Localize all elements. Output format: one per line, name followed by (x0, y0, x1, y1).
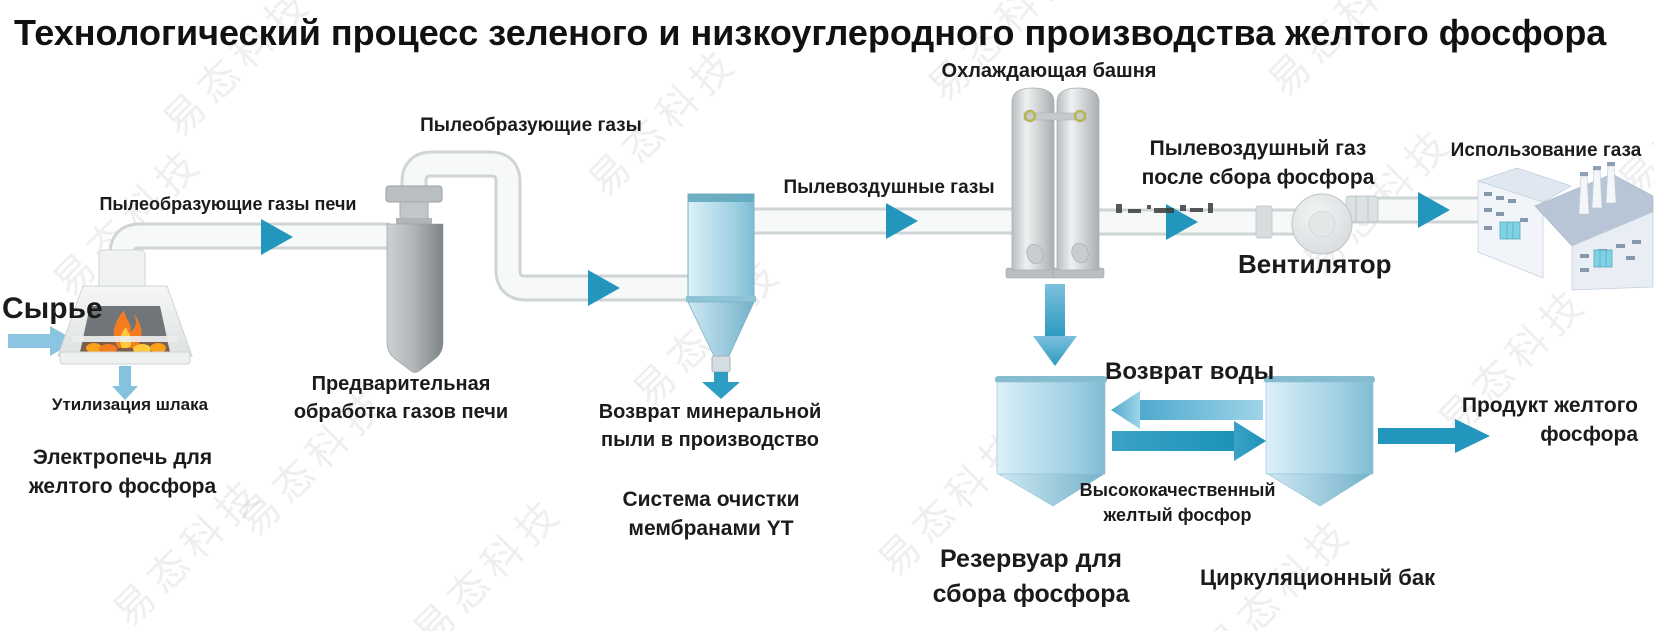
label-high-quality-phosphorus: Высококачественный желтый фосфор (1079, 480, 1276, 525)
label-yellow-phosphorus-product: Продукт желтого фосфора (1461, 394, 1638, 446)
phosphorus-collection-tank (995, 376, 1107, 507)
arrow-mineral-dust-down (702, 372, 740, 399)
arrow-product-out (1378, 419, 1490, 453)
factory-building (1477, 162, 1654, 291)
arrow-water-return (1111, 391, 1263, 429)
arrow-to-cooling-tower (886, 203, 918, 239)
tower-ring (1073, 109, 1087, 123)
arrow-fan-to-factory (1418, 192, 1450, 228)
fan (1255, 193, 1379, 255)
pretreatment-vessel (385, 185, 444, 373)
label-mineral-dust-return: Возврат минеральной пыли в производство (598, 401, 822, 451)
label-gas-after-collection: Пылевоздушный газ после сбора фосфора (1141, 137, 1375, 189)
label-phosphorus-reservoir: Резервуар для сбора фосфора (932, 545, 1130, 608)
label-cooling-tower: Охлаждающая башня (941, 60, 1157, 82)
arrow-slag-down (112, 366, 138, 400)
manhole (1071, 242, 1089, 264)
label-yt-membrane-system: Система очистки мембранами YT (622, 488, 800, 540)
tower-ring (1023, 109, 1037, 123)
label-fan: Вентилятор (1238, 249, 1392, 279)
erased-text-remnant (1116, 203, 1213, 213)
arrow-phosphorus-forward (1112, 421, 1266, 461)
label-furnace-gases: Пылеобразующие газы печи (99, 194, 357, 214)
circulation-tank (1264, 376, 1375, 507)
electric-furnace (57, 249, 193, 365)
label-dust-air-gases: Пылевоздушные газы (783, 177, 995, 198)
label-gas-usage: Использование газа (1450, 140, 1642, 161)
cooling-tower (1005, 87, 1105, 279)
manhole (1026, 243, 1044, 265)
arrow-pretreatment-to-cyclone (588, 270, 620, 306)
arrow-tower-down (1033, 284, 1077, 366)
label-circulation-tank: Циркуляционный бак (1200, 565, 1436, 590)
cyclone-separator (686, 193, 756, 373)
label-pretreatment: Предварительная обработка газов печи (293, 373, 509, 423)
label-electric-furnace: Электропечь для желтого фосфора (28, 446, 217, 498)
arrow-furnace-to-pretreatment (261, 219, 293, 255)
page-title: Технологический процесс зеленого и низко… (14, 12, 1607, 53)
label-slag-utilization: Утилизация шлака (51, 395, 209, 414)
label-water-return: Возврат воды (1105, 358, 1275, 385)
label-dust-gases: Пылеобразующие газы (420, 115, 642, 136)
label-raw-material: Сырье (2, 292, 103, 325)
factory-doors (1499, 221, 1613, 268)
